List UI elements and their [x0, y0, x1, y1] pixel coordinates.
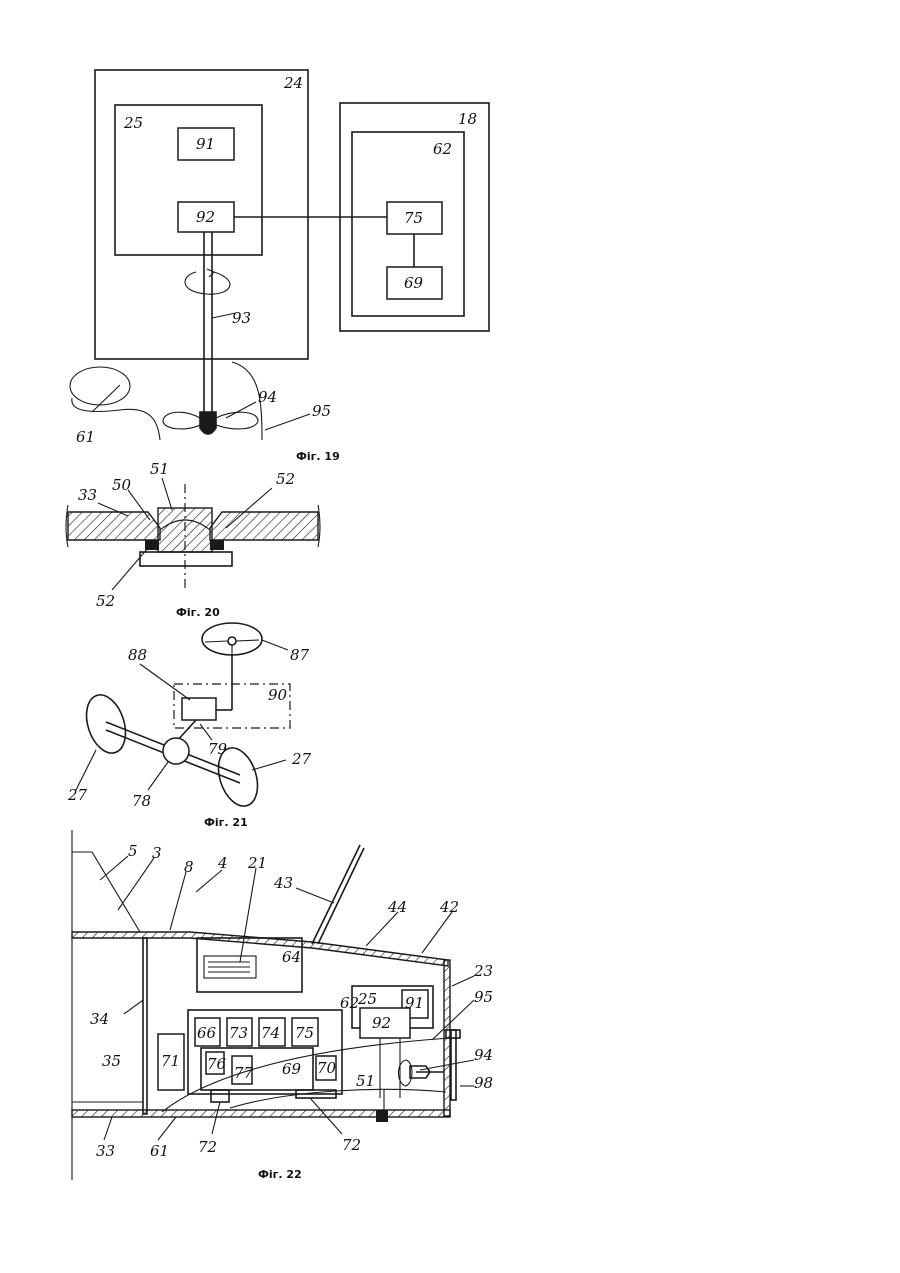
wheel-27-left	[80, 690, 133, 758]
label-27-right: 27	[291, 750, 312, 768]
label-95: 95	[312, 402, 331, 420]
label-25: 25	[357, 990, 377, 1008]
label-52-top: 52	[276, 470, 295, 488]
label-74: 74	[261, 1024, 280, 1042]
antenna-43	[312, 845, 360, 944]
label-62: 62	[340, 994, 359, 1012]
label-88: 88	[128, 646, 147, 664]
caption-fig-20: Фіг. 20	[176, 606, 220, 619]
label-94: 94	[474, 1046, 493, 1064]
label-3: 3	[152, 844, 162, 862]
label-95: 95	[474, 988, 493, 1006]
bulkhead-34	[143, 938, 147, 1114]
label-25: 25	[123, 114, 143, 132]
label-61: 61	[76, 428, 95, 446]
label-91: 91	[196, 135, 215, 153]
label-72-left: 72	[198, 1138, 217, 1156]
figure-19: 24 25 91 92 18 62 75 69 93 94 95 61 Фіг.…	[70, 70, 489, 463]
seal-52-right	[210, 540, 224, 550]
roof-8	[72, 932, 448, 966]
label-8: 8	[184, 858, 194, 876]
label-98: 98	[474, 1074, 493, 1092]
label-70: 70	[317, 1059, 337, 1077]
label-92: 92	[196, 208, 215, 226]
label-76: 76	[207, 1055, 227, 1073]
label-5: 5	[128, 842, 138, 860]
label-79: 79	[208, 740, 228, 758]
label-33: 33	[96, 1142, 115, 1160]
mount-72-left	[211, 1090, 229, 1102]
propeller-94	[163, 412, 202, 429]
label-42: 42	[439, 898, 459, 916]
label-62: 62	[433, 140, 452, 158]
label-71: 71	[161, 1052, 180, 1070]
housing-61	[70, 367, 130, 405]
label-69: 69	[404, 274, 424, 292]
label-75: 75	[295, 1024, 314, 1042]
label-24: 24	[283, 74, 303, 92]
label-21: 21	[247, 854, 267, 872]
label-44: 44	[387, 898, 407, 916]
label-51: 51	[356, 1072, 375, 1090]
figure-21: 88 87 90 79 27 27 78 Фіг. 21	[67, 623, 312, 829]
label-23: 23	[473, 962, 493, 980]
plug-51	[376, 1110, 388, 1122]
label-52-bottom: 52	[96, 592, 115, 610]
caption-fig-21: Фіг. 21	[204, 816, 248, 829]
rod-98	[451, 1030, 456, 1100]
actuator-88	[182, 698, 216, 720]
label-4: 4	[217, 854, 228, 872]
label-87: 87	[290, 646, 310, 664]
base-plate	[140, 552, 232, 566]
label-91: 91	[405, 994, 424, 1012]
label-77: 77	[234, 1064, 254, 1082]
label-51: 51	[150, 460, 169, 478]
label-92: 92	[372, 1014, 391, 1032]
label-78: 78	[132, 792, 151, 810]
hull-61	[162, 1038, 450, 1112]
figure-22: 5 3 8 4 21 43 44 42 23 64 34 25 91 92 62…	[72, 830, 493, 1181]
label-50: 50	[112, 476, 132, 494]
label-64: 64	[282, 948, 301, 966]
label-34: 34	[90, 1010, 109, 1028]
figure-20: 33 50 51 52 52 Фіг. 20	[66, 460, 320, 619]
label-93: 93	[232, 309, 251, 327]
label-66: 66	[197, 1024, 217, 1042]
label-94: 94	[258, 388, 277, 406]
label-33: 33	[78, 486, 97, 504]
plate-33-right	[210, 512, 318, 540]
label-69: 69	[282, 1060, 302, 1078]
label-73: 73	[229, 1024, 248, 1042]
label-27-left: 27	[67, 786, 88, 804]
differential-78	[163, 738, 189, 764]
label-72-right: 72	[342, 1136, 361, 1154]
label-18: 18	[458, 110, 477, 128]
label-35: 35	[102, 1052, 121, 1070]
plate-33-left	[68, 512, 160, 540]
label-75: 75	[404, 209, 423, 227]
caption-fig-19: Фіг. 19	[296, 450, 340, 463]
label-61: 61	[150, 1142, 169, 1160]
caption-fig-22: Фіг. 22	[258, 1168, 302, 1181]
label-43: 43	[273, 874, 293, 892]
rotation-arrow	[185, 272, 230, 294]
label-90: 90	[268, 686, 288, 704]
floor-33	[72, 1110, 450, 1117]
